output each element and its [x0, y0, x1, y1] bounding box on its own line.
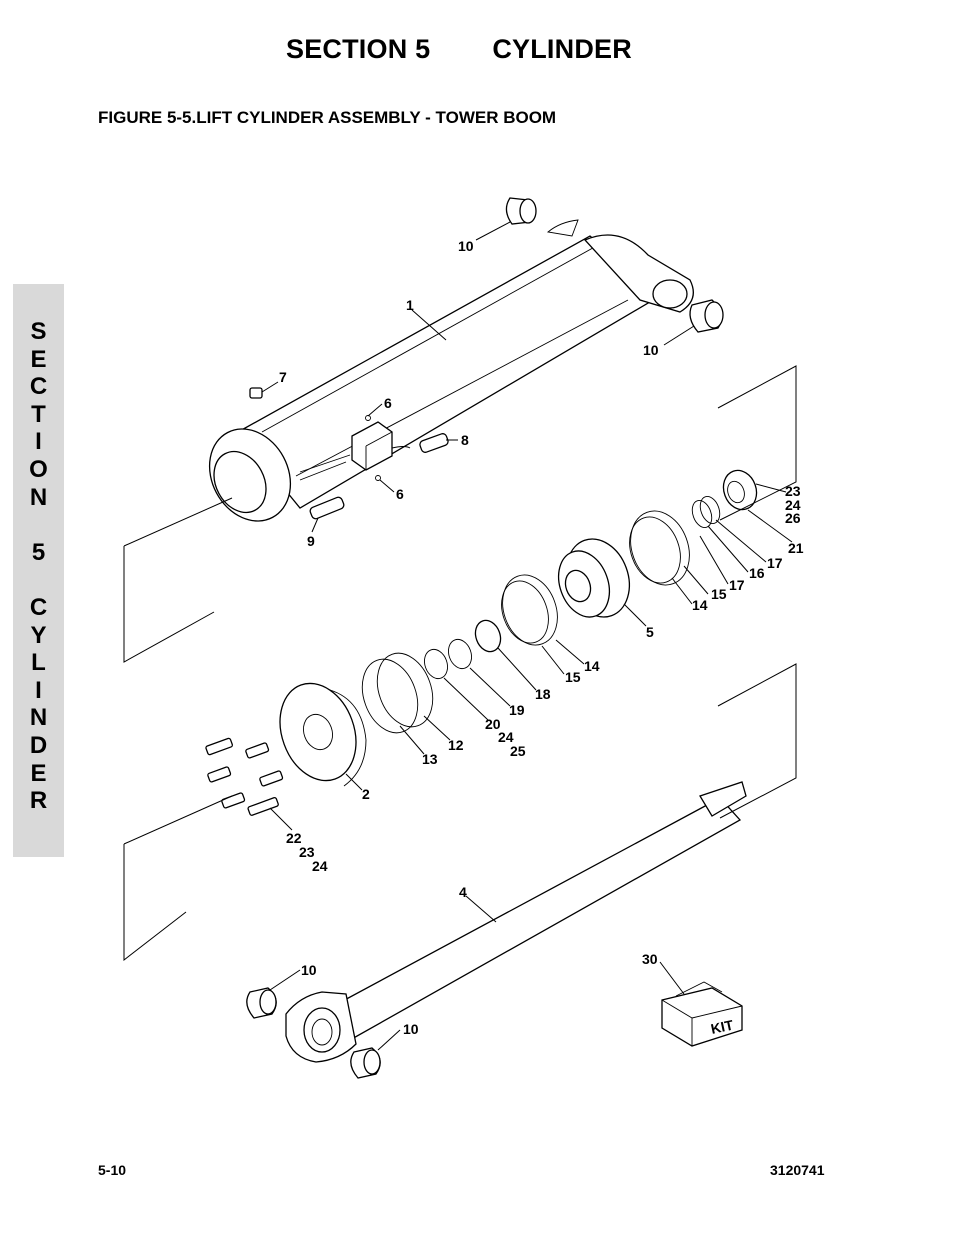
callout-12: 12: [448, 737, 464, 753]
leader-lines: [261, 221, 793, 1051]
callout-5: 5: [646, 624, 654, 640]
bolts-22: [205, 737, 284, 816]
side-tab-letter: N: [29, 483, 48, 511]
plug-7: [249, 387, 263, 399]
callout-10: 10: [643, 342, 659, 358]
side-tab-letter: N: [29, 704, 48, 732]
callout-20: 20: [485, 716, 501, 732]
side-tab-letter: T: [31, 400, 46, 428]
callout-25: 25: [510, 743, 526, 759]
side-tab-letter: S: [30, 318, 47, 345]
side-tab-letter: I: [35, 428, 42, 456]
callout-6: 6: [396, 486, 404, 502]
callout-4: 4: [459, 884, 467, 900]
callout-numbers: 10 10 1 7 6 8 6 9 23 24 26 21 17 16 17 1…: [279, 238, 804, 1037]
side-tab-letter: C: [29, 373, 48, 401]
callout-18: 18: [535, 686, 551, 702]
callout-22: 22: [286, 830, 302, 846]
fitting-9: [309, 496, 345, 520]
bushing-bottom-left: [246, 987, 277, 1019]
valve-block: [351, 415, 393, 481]
nut-21: [722, 469, 758, 511]
callout-24: 24: [312, 858, 328, 874]
cylinder-rod-4: [285, 781, 747, 1063]
side-tab-letter: I: [35, 676, 42, 704]
cylinder-barrel: [208, 219, 694, 522]
side-tab-letter: E: [30, 345, 47, 373]
callout-15: 15: [711, 586, 727, 602]
side-tab-letter: R: [29, 787, 48, 815]
side-tab-letter: C: [29, 593, 48, 621]
kit-label: KIT: [709, 1017, 735, 1037]
piston-5: [557, 538, 630, 618]
callout-24: 24: [498, 729, 514, 745]
side-tab-letter: Y: [30, 621, 47, 649]
side-tab-letter: L: [31, 649, 46, 677]
callout-26: 26: [785, 510, 801, 526]
callout-14: 14: [692, 597, 708, 613]
orings-12-13: [361, 652, 434, 734]
page-number: 5-10: [98, 1162, 127, 1178]
callout-16: 16: [749, 565, 765, 581]
callout-10: 10: [458, 238, 474, 254]
zone-lines: [123, 365, 797, 962]
bushing-bottom-right: [350, 1047, 381, 1079]
figure-title: FIGURE 5-5.LIFT CYLINDER ASSEMBLY - TOWE…: [98, 108, 557, 127]
callout-10: 10: [403, 1021, 419, 1037]
callout-13: 13: [422, 751, 438, 767]
callout-17: 17: [729, 577, 745, 593]
side-tab-letter: D: [29, 731, 48, 759]
callout-2: 2: [362, 786, 370, 802]
callout-1: 1: [406, 297, 414, 313]
callout-23: 23: [785, 483, 801, 499]
callout-15: 15: [565, 669, 581, 685]
wear-rings-16-17: [691, 496, 721, 528]
callout-24: 24: [785, 497, 801, 513]
callout-21: 21: [788, 540, 804, 556]
section-number: SECTION 5: [286, 34, 431, 64]
spacer-18: [474, 619, 502, 653]
document-number: 3120741: [770, 1162, 825, 1178]
cylinder-head-2: [279, 682, 367, 787]
seal-rings-14-15: [501, 510, 690, 646]
callout-8: 8: [461, 432, 469, 448]
side-tab-letter: 5: [31, 538, 46, 566]
callout-10: 10: [301, 962, 317, 978]
bushing-right: [689, 299, 724, 333]
callout-6: 6: [384, 395, 392, 411]
callout-17: 17: [767, 555, 783, 571]
fitting-8: [419, 433, 449, 453]
callout-30: 30: [642, 951, 658, 967]
bushing-top: [505, 197, 537, 225]
section-chapter: CYLINDER: [492, 34, 632, 64]
callout-7: 7: [279, 369, 287, 385]
section-header: SECTION 5 CYLINDER: [286, 34, 632, 65]
callout-19: 19: [509, 702, 525, 718]
callout-9: 9: [307, 533, 315, 549]
callout-23: 23: [299, 844, 315, 860]
rings-19-20: [424, 638, 472, 680]
side-tab-letter: O: [29, 455, 48, 483]
side-tab-letter: E: [30, 759, 47, 787]
callout-14: 14: [584, 658, 600, 674]
kit-box-30: KIT: [661, 981, 743, 1047]
